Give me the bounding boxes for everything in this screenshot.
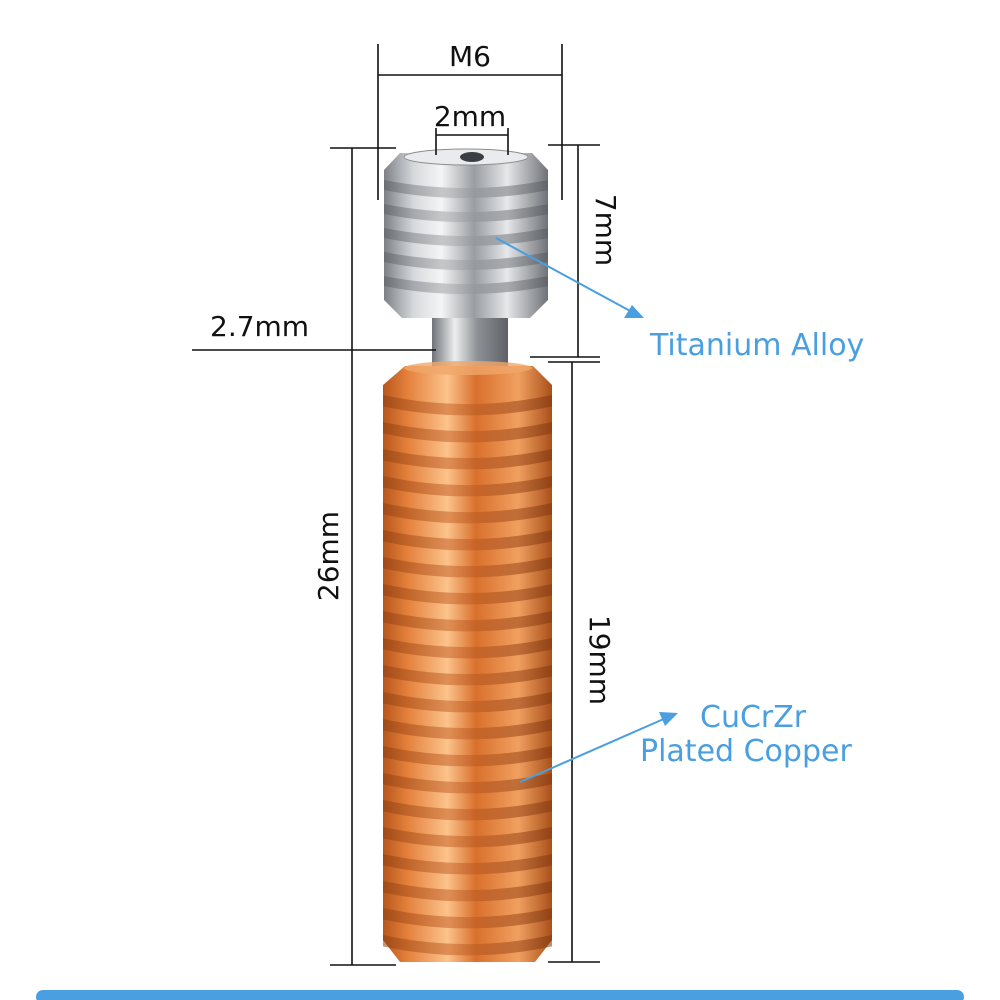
dimension-bore: 2mm: [434, 100, 509, 155]
copper-thread-groove: [383, 557, 552, 578]
dimension-total: 26mm: [312, 147, 396, 966]
titanium-thread-groove: [384, 252, 548, 271]
titanium-section: [384, 148, 548, 318]
copper-thread-groove: [383, 827, 552, 848]
bore-hole: [460, 152, 484, 162]
dimension-bottom-label: 19mm: [583, 615, 616, 705]
copper-thread-groove: [383, 719, 552, 740]
dimension-top: 7mm: [530, 144, 622, 358]
callout-copper-line2: Plated Copper: [640, 734, 852, 769]
dimension-total-label: 26mm: [312, 511, 345, 601]
copper-thread-groove: [383, 854, 552, 875]
copper-thread-groove: [383, 800, 552, 821]
copper-thread-groove: [383, 773, 552, 794]
dimension-m6-label: M6: [449, 40, 491, 73]
copper-thread-groove: [383, 935, 552, 956]
copper-threads: [383, 395, 552, 956]
titanium-thread-groove: [384, 180, 548, 199]
copper-thread-groove: [383, 746, 552, 767]
titanium-threads: [384, 180, 548, 295]
copper-thread-groove: [383, 422, 552, 443]
copper-thread-groove: [383, 395, 552, 416]
copper-thread-groove: [383, 503, 552, 524]
callout-copper-line1: CuCrZr: [700, 700, 807, 735]
copper-thread-groove: [383, 611, 552, 632]
titanium-thread-groove: [384, 228, 548, 247]
copper-thread-groove: [383, 908, 552, 929]
dimension-bore-label: 2mm: [434, 100, 506, 133]
copper-section: [383, 361, 552, 962]
dimension-top-label: 7mm: [589, 194, 622, 266]
dimension-neck-label: 2.7mm: [210, 310, 309, 343]
dimension-bottom: 19mm: [548, 361, 616, 963]
copper-thread-groove: [383, 881, 552, 902]
footer-bar: [36, 990, 964, 1000]
copper-thread-groove: [383, 638, 552, 659]
callout-copper: CuCrZr Plated Copper: [519, 700, 852, 783]
titanium-thread-groove: [384, 204, 548, 223]
copper-thread-groove: [383, 692, 552, 713]
callout-titanium-label: Titanium Alloy: [649, 328, 864, 363]
copper-thread-groove: [383, 530, 552, 551]
copper-thread-groove: [383, 476, 552, 497]
copper-thread-groove: [383, 584, 552, 605]
dimension-neck: 2.7mm: [192, 310, 436, 351]
copper-thread-groove: [383, 449, 552, 470]
copper-thread-groove: [383, 665, 552, 686]
titanium-thread-groove: [384, 276, 548, 295]
callout-titanium: Titanium Alloy: [495, 237, 864, 363]
dimension-m6: M6: [377, 40, 563, 200]
